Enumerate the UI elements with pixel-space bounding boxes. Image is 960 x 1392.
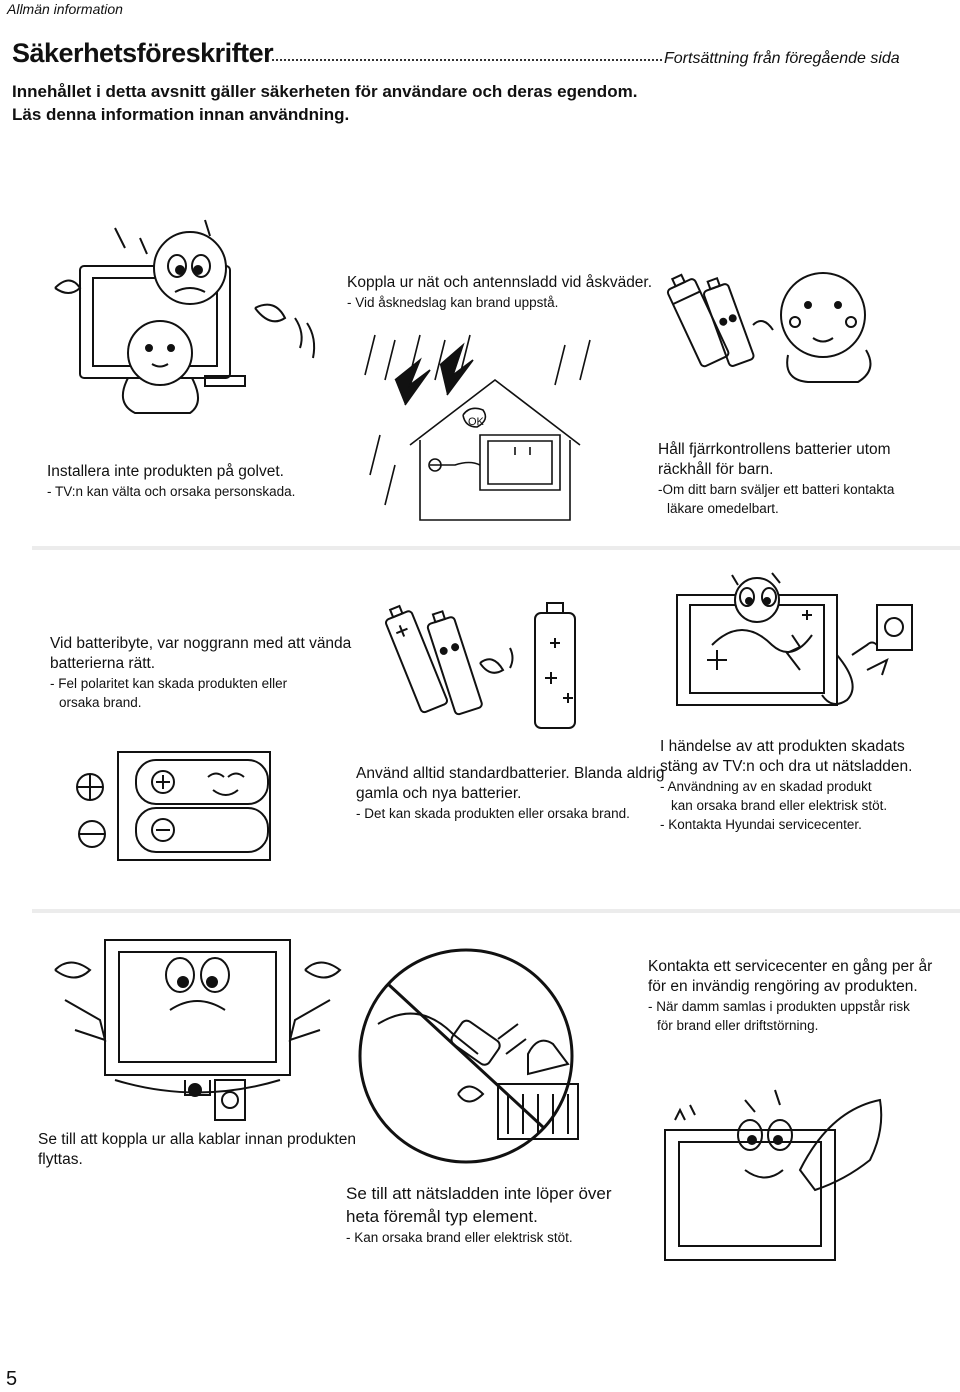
caption-storm-title: Koppla ur nät och antennsladd vid åskväd… <box>347 274 653 291</box>
caption-cord-heat-title-1: Se till att nätsladden inte löper över <box>346 1184 612 1203</box>
caption-standard-note: - Det kan skada produkten eller orsaka b… <box>356 806 630 821</box>
intro-line-1: Innehållet i detta avsnitt gäller säkerh… <box>12 82 638 101</box>
caption-cord-heat: Se till att nätsladden inte löper över h… <box>346 1182 612 1247</box>
cord-heater-prohibited-illustration <box>358 944 608 1174</box>
caption-standard-batteries: Använd alltid standardbatterier. Blanda … <box>356 764 664 823</box>
caption-service-note-2: för brand eller driftstörning. <box>657 1018 819 1033</box>
caption-damaged-note-1: - Användning av en skadad produkt <box>660 779 872 794</box>
cleaning-tv-illustration <box>655 1080 890 1265</box>
caption-batteries-kids-note-2: läkare omedelbart. <box>667 501 779 516</box>
caption-move-title-1: Se till att koppla ur alla kablar innan … <box>38 1131 356 1148</box>
caption-polarity-note-1: - Fel polaritet kan skada produkten elle… <box>50 676 288 691</box>
caption-batteries-kids-note-1: -Om ditt barn sväljer ett batteri kontak… <box>658 482 895 497</box>
caption-service-title-2: för en invändig rengöring av produkten. <box>648 978 918 995</box>
caption-service-title-1: Kontakta ett servicecenter en gång per å… <box>648 958 933 975</box>
caption-polarity-note-2: orsaka brand. <box>59 695 142 710</box>
caption-batteries-kids-title-2: räckhåll för barn. <box>658 461 774 478</box>
caption-batteries-kids-title-1: Håll fjärrkontrollens batterier utom <box>658 441 891 458</box>
section-divider-1 <box>32 546 960 550</box>
continued-note: Fortsättning från föregående sida <box>664 50 900 67</box>
standard-batteries-illustration <box>385 598 590 728</box>
section-divider-2 <box>32 909 960 913</box>
caption-move: Se till att koppla ur alla kablar innan … <box>38 1130 356 1170</box>
polarity-batteries-illustration <box>68 752 273 862</box>
caption-standard-title-1: Använd alltid standardbatterier. Blanda … <box>356 765 665 782</box>
ok-label: OK <box>468 416 484 428</box>
damaged-tv-illustration <box>672 575 922 715</box>
caption-standard-title-2: gamla och nya batterier. <box>356 785 522 802</box>
title-dotted-leader <box>272 59 662 61</box>
caption-storm-note: - Vid åsknedslag kan brand uppstå. <box>347 295 559 310</box>
caption-polarity-title-2: batterierna rätt. <box>50 655 156 672</box>
caption-floor: Installera inte produkten på golvet. - T… <box>47 462 295 501</box>
caption-damaged-note-3: - Kontakta Hyundai servicecenter. <box>660 817 862 832</box>
caption-move-title-2: flyttas. <box>38 1151 83 1168</box>
caption-damaged-title-1: I händelse av att produkten skadats <box>660 738 905 755</box>
page-title: Säkerhetsföreskrifter <box>12 38 274 68</box>
page-number: 5 <box>6 1368 18 1390</box>
moving-tv-illustration <box>55 930 340 1130</box>
caption-storm: Koppla ur nät och antennsladd vid åskväd… <box>347 273 652 312</box>
caption-service: Kontakta ett servicecenter en gång per å… <box>648 957 932 1035</box>
caption-batteries-kids: Håll fjärrkontrollens batterier utom räc… <box>658 440 894 518</box>
baby-batteries-illustration <box>668 260 898 385</box>
caption-floor-title: Installera inte produkten på golvet. <box>47 463 284 480</box>
caption-damaged-note-2: kan orsaka brand eller elektrisk stöt. <box>671 798 888 813</box>
caption-damaged: I händelse av att produkten skadats stän… <box>660 737 912 834</box>
baby-tv-illustration <box>55 228 315 418</box>
intro-text: Innehållet i detta avsnitt gäller säkerh… <box>12 80 637 126</box>
caption-cord-heat-title-2: heta föremål typ element. <box>346 1207 538 1226</box>
caption-polarity-title-1: Vid batteribyte, var noggrann med att vä… <box>50 635 352 652</box>
intro-line-2: Läs denna information innan användning. <box>12 105 350 124</box>
caption-service-note-1: - När damm samlas i produkten uppstår ri… <box>648 999 910 1014</box>
caption-polarity: Vid batteribyte, var noggrann med att vä… <box>50 634 351 712</box>
storm-house-illustration <box>365 335 615 525</box>
caption-cord-heat-note: - Kan orsaka brand eller elektrisk stöt. <box>346 1230 573 1245</box>
caption-floor-note: - TV:n kan välta och orsaka personskada. <box>47 484 296 499</box>
caption-damaged-title-2: stäng av TV:n och dra ut nätsladden. <box>660 758 913 775</box>
section-label: Allmän information <box>7 1 123 17</box>
